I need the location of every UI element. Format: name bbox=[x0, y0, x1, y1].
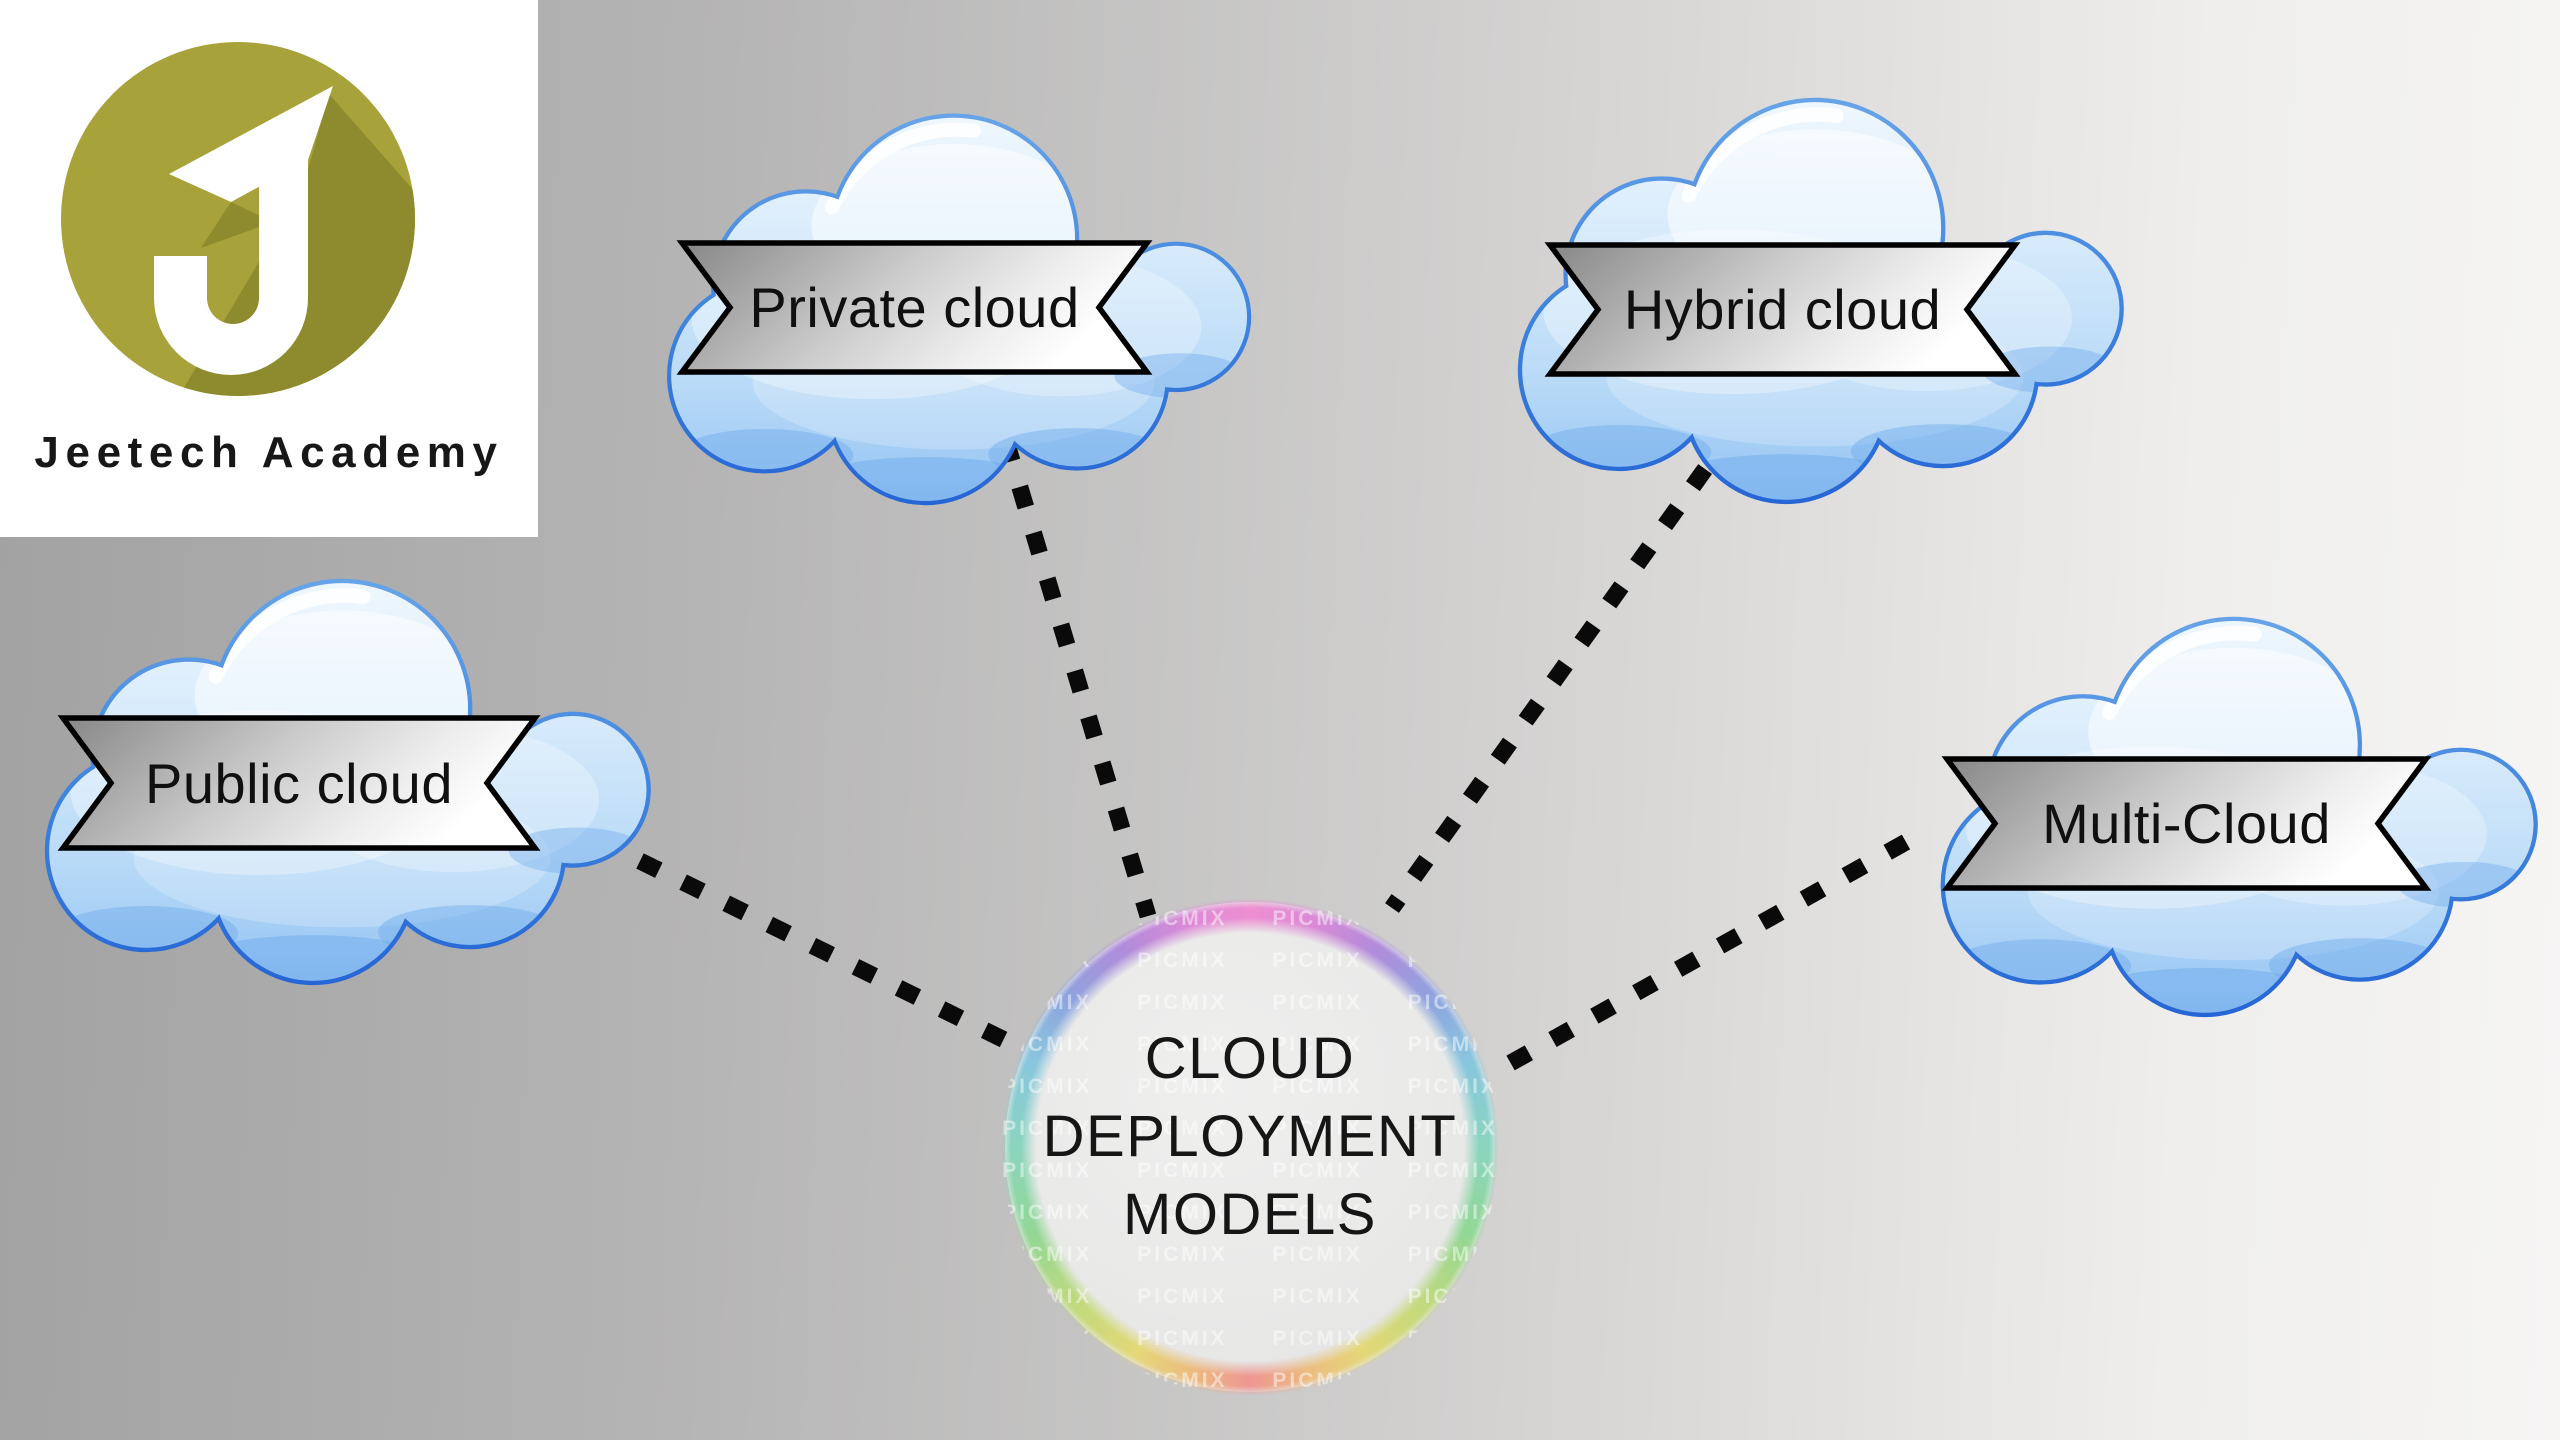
jeetech-logo-text: Jeetech Academy bbox=[34, 428, 504, 477]
connector-private-cloud bbox=[997, 438, 1157, 919]
title-line-1: CLOUD bbox=[1144, 1026, 1356, 1091]
banner-public-cloud bbox=[57, 715, 541, 851]
jeetech-logo-mark bbox=[61, 42, 415, 396]
logo-shadow-wedge bbox=[201, 202, 273, 248]
title-line-2: DEPLOYMENT bbox=[1042, 1104, 1458, 1169]
connector-multi-cloud bbox=[1493, 834, 1911, 1078]
connector-public-cloud bbox=[636, 853, 1029, 1058]
banner-multi-cloud bbox=[1941, 756, 2432, 891]
center-bubble: PICMIX PICMIX PICMIX PICMIX PICMIX PICMI… bbox=[1001, 898, 1499, 1396]
title-line-3: MODELS bbox=[1123, 1182, 1377, 1247]
logo-arrow-icon bbox=[169, 86, 333, 202]
logo-j-letter bbox=[154, 160, 308, 375]
diagram-title: CLOUD DEPLOYMENT MODELS bbox=[1001, 1020, 1499, 1254]
bubble-rainbow-rim bbox=[1001, 898, 1499, 1396]
connector-hybrid-cloud bbox=[1385, 425, 1740, 913]
jeetech-logo-card: Jeetech Academy bbox=[0, 0, 538, 537]
banner-hybrid-cloud bbox=[1544, 242, 2021, 377]
banner-private-cloud bbox=[676, 240, 1153, 375]
